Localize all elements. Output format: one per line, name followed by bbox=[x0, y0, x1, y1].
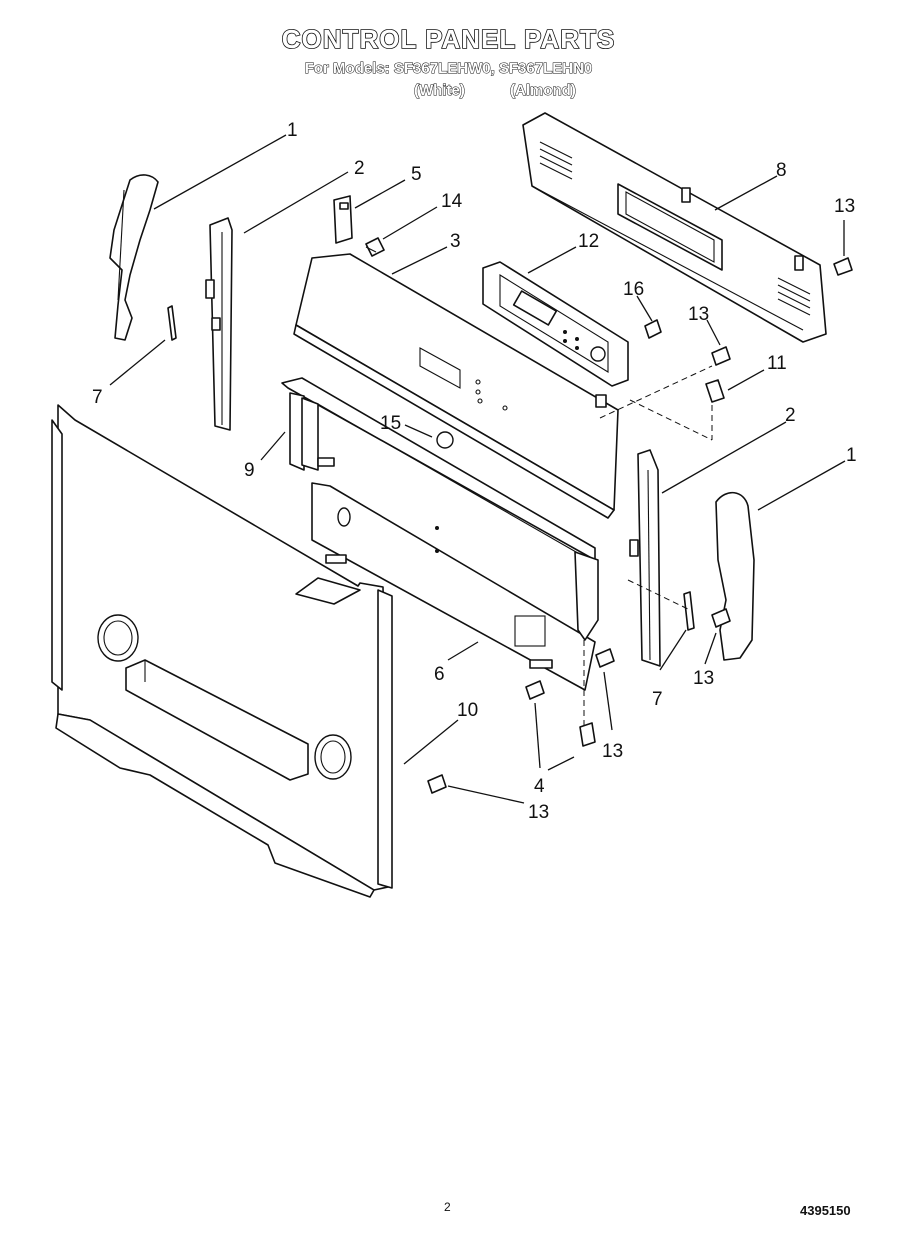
part-11-block bbox=[705, 379, 725, 403]
part-1-left-end-trim bbox=[109, 174, 159, 341]
callout-6: 6 bbox=[434, 664, 445, 685]
screw-4 bbox=[579, 722, 596, 747]
callout-4: 4 bbox=[534, 776, 545, 797]
screw-13-mid bbox=[711, 346, 731, 366]
part-2-left-side-bracket bbox=[205, 217, 233, 431]
callout-13-bottom: 13 bbox=[528, 802, 549, 823]
variant-almond-label: (Almond) bbox=[510, 82, 577, 100]
part-1-right-end-trim bbox=[715, 491, 755, 661]
callout-5: 5 bbox=[411, 164, 422, 185]
part-7-right-clip bbox=[683, 591, 695, 631]
screw-13-lower-right bbox=[711, 608, 731, 628]
part-7-left-clip bbox=[167, 305, 177, 341]
screws bbox=[365, 237, 853, 794]
callout-12: 12 bbox=[578, 231, 599, 252]
callout-13-lower-mid: 13 bbox=[602, 741, 623, 762]
models-line: For Models: SF367LEHW0, SF367LEHN0 bbox=[304, 60, 593, 78]
part-10-lower-panel bbox=[51, 404, 393, 898]
assembly-lines bbox=[583, 365, 713, 725]
leader-lines bbox=[109, 134, 846, 804]
callout-3: 3 bbox=[450, 231, 461, 252]
screw-13-top-right bbox=[833, 257, 853, 276]
callout-2-left: 2 bbox=[354, 158, 365, 179]
callout-14: 14 bbox=[441, 191, 463, 212]
part-8-rear-bracket bbox=[522, 112, 827, 343]
callout-2-right: 2 bbox=[785, 405, 796, 426]
callout-15: 15 bbox=[380, 413, 401, 434]
callout-10: 10 bbox=[457, 700, 478, 721]
page-title: CONTROL PANEL PARTS bbox=[281, 23, 616, 55]
screw-16 bbox=[644, 319, 662, 339]
part-3-control-console bbox=[293, 253, 619, 519]
callout-7-left: 7 bbox=[92, 387, 103, 408]
screw-14 bbox=[365, 237, 385, 257]
callout-1-right: 1 bbox=[846, 445, 857, 466]
document-number: 4395150 bbox=[800, 1203, 851, 1218]
callout-11: 11 bbox=[767, 353, 787, 374]
callout-8: 8 bbox=[776, 160, 787, 181]
page-number: 2 bbox=[444, 1200, 451, 1214]
part-9-manifold-frame bbox=[281, 377, 596, 561]
callout-16: 16 bbox=[623, 279, 644, 300]
screw-13-bottom bbox=[427, 774, 447, 794]
variant-white-label: (White) bbox=[414, 82, 466, 100]
part-6-manifold-panel bbox=[311, 482, 599, 691]
callout-13-top-right: 13 bbox=[834, 196, 855, 217]
callout-1-left: 1 bbox=[287, 120, 298, 141]
callout-13-right: 13 bbox=[693, 668, 714, 689]
callout-labels: 1 2 5 14 3 8 13 12 16 13 11 2 1 7 15 9 6… bbox=[92, 120, 857, 823]
part-2-right-side-bracket bbox=[629, 449, 661, 667]
callout-13-mid: 13 bbox=[688, 304, 709, 325]
part-12-control-module bbox=[482, 261, 629, 387]
part-5-clip bbox=[333, 195, 353, 244]
callout-7-right: 7 bbox=[652, 689, 663, 710]
screw-13-lower-mid bbox=[525, 680, 545, 700]
screw-13-right bbox=[595, 648, 615, 668]
callout-9: 9 bbox=[244, 460, 255, 481]
